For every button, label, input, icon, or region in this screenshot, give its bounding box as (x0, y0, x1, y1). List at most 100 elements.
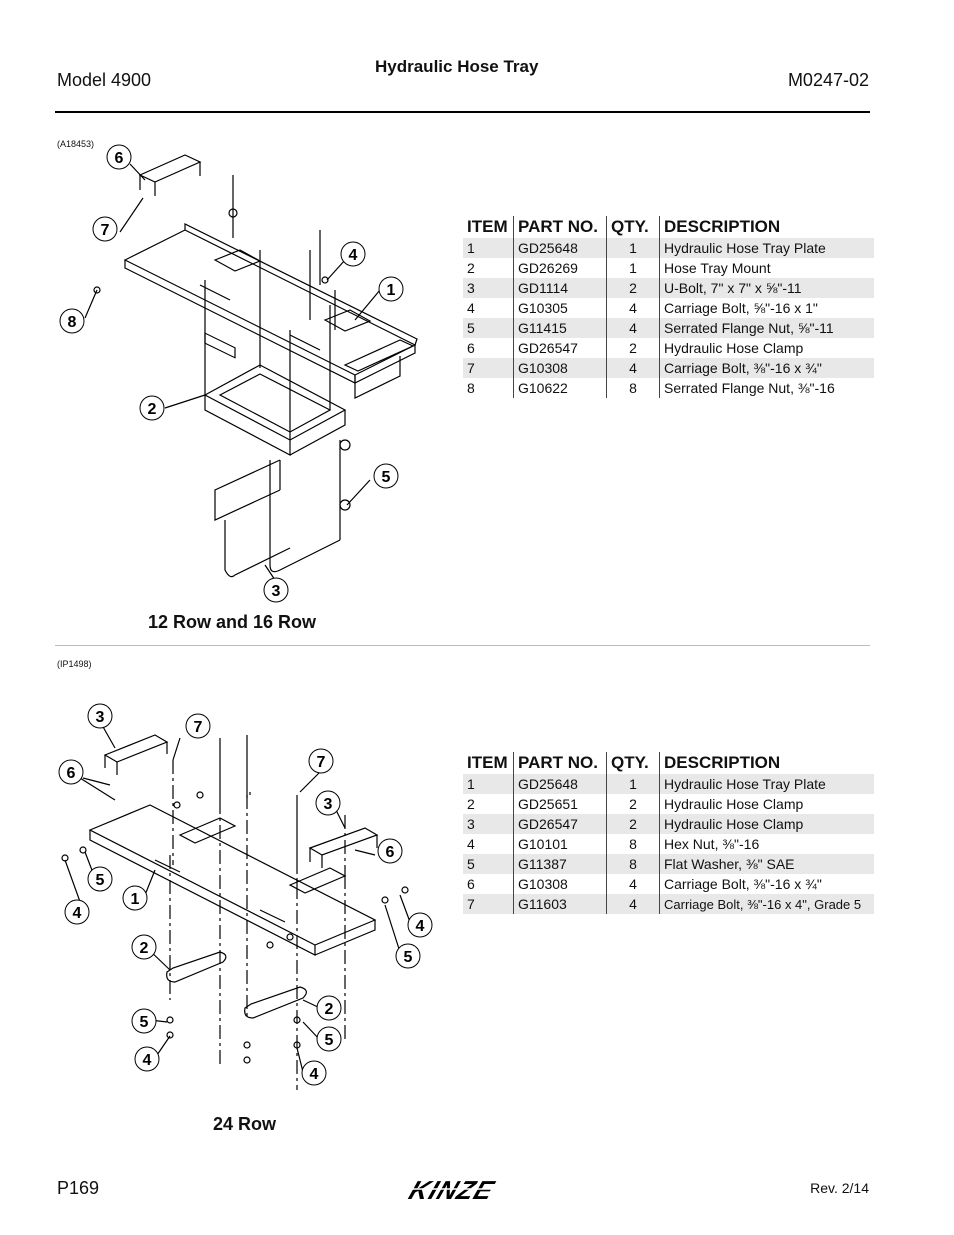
callout-5: 5 (316, 1026, 342, 1052)
column-header-item: ITEM (467, 753, 508, 772)
callout-1: 1 (122, 885, 148, 911)
svg-text:7: 7 (101, 222, 110, 239)
callout-4: 4 (134, 1046, 160, 1072)
model-label: Model 4900 (57, 70, 152, 90)
svg-text:2: 2 (325, 1001, 334, 1018)
column-header-qty: QTY. (606, 752, 660, 774)
svg-text:4: 4 (416, 918, 425, 935)
document-number: M0247-02 (787, 70, 869, 90)
column-header-part-no: PART NO. (513, 216, 607, 238)
kinze-logo-text: KINZE (405, 1176, 499, 1205)
header-rule (55, 111, 870, 113)
figure2-caption: 24 Row (213, 1114, 277, 1134)
hose-clamp-top (138, 154, 202, 183)
callout-5: 5 (395, 943, 421, 969)
svg-text:3: 3 (96, 709, 105, 726)
svg-text:2: 2 (140, 940, 149, 957)
svg-text:1: 1 (131, 891, 140, 908)
hose-clamp-right (343, 339, 415, 372)
svg-text:2: 2 (148, 401, 157, 418)
svg-text:6: 6 (115, 150, 124, 167)
revision-label: Rev. 2/14 (810, 1180, 869, 1196)
callout-7: 7 (185, 713, 211, 739)
figure2-callouts: 3 7 6 7 3 6 5 1 4 4 5 2 2 5 5 4 4 (58, 703, 433, 1086)
callout-4: 4 (407, 912, 433, 938)
strap-lower-right (244, 986, 307, 1019)
table-header-row: ITEM PART NO. QTY. DESCRIPTION (463, 216, 874, 238)
callout-3: 3 (87, 703, 113, 729)
svg-text:4: 4 (349, 247, 358, 264)
page-title: Hydraulic Hose Tray (375, 57, 539, 76)
callout-8: 8 (59, 308, 85, 334)
callout-4: 4 (64, 899, 90, 925)
callout-3: 3 (263, 577, 289, 603)
svg-text:3: 3 (324, 796, 333, 813)
kinze-logo: KINZE (405, 1176, 516, 1205)
callout-1: 1 (378, 276, 404, 302)
svg-text:5: 5 (404, 949, 413, 966)
figure2-ref-id: (IP1498) (57, 659, 92, 669)
svg-text:7: 7 (317, 754, 326, 771)
svg-text:6: 6 (386, 844, 395, 861)
strap-lower-left (166, 951, 227, 983)
tray-plate (88, 804, 377, 946)
figure1-callouts: 6 7 8 4 1 2 5 3 (59, 144, 404, 603)
callout-4: 4 (340, 241, 366, 267)
svg-text:4: 4 (143, 1052, 152, 1069)
callout-5: 5 (87, 866, 113, 892)
column-header-part-no: PART NO. (513, 752, 607, 774)
hose-tray-mount (203, 364, 347, 441)
svg-text:5: 5 (382, 469, 391, 486)
figure1-caption: 12 Row and 16 Row (148, 612, 317, 632)
callout-2: 2 (316, 995, 342, 1021)
svg-text:7: 7 (194, 719, 203, 736)
column-header-item: ITEM (467, 217, 508, 236)
figure1-diagram: 6 7 8 4 1 2 5 3 (59, 144, 418, 603)
callout-7: 7 (92, 216, 118, 242)
hose-clamp-right (308, 827, 379, 856)
figure1-ref-id: (A18453) (57, 139, 95, 149)
hose-clamp-left (103, 734, 169, 763)
svg-text:1: 1 (387, 282, 396, 299)
callout-6: 6 (106, 144, 132, 170)
column-header-description: DESCRIPTION (659, 752, 874, 774)
callout-3: 3 (315, 790, 341, 816)
svg-text:4: 4 (310, 1066, 319, 1083)
section-divider (55, 645, 870, 646)
svg-text:5: 5 (96, 872, 105, 889)
page-number: P169 (57, 1178, 100, 1198)
figure2-diagram: 3 7 6 7 3 6 5 1 4 4 5 2 2 5 5 4 4 (58, 703, 433, 1090)
callout-2: 2 (131, 934, 157, 960)
svg-text:5: 5 (140, 1014, 149, 1031)
callout-4: 4 (301, 1060, 327, 1086)
callout-5: 5 (131, 1008, 157, 1034)
svg-text:3: 3 (272, 583, 281, 600)
svg-text:4: 4 (73, 905, 82, 922)
svg-text:5: 5 (325, 1032, 334, 1049)
column-header-qty: QTY. (606, 216, 660, 238)
callout-6: 6 (377, 838, 403, 864)
svg-text:8: 8 (68, 314, 77, 331)
svg-text:6: 6 (67, 765, 76, 782)
callout-7: 7 (308, 748, 334, 774)
u-bolt (214, 459, 281, 521)
callout-2: 2 (139, 395, 165, 421)
callout-5: 5 (373, 463, 399, 489)
